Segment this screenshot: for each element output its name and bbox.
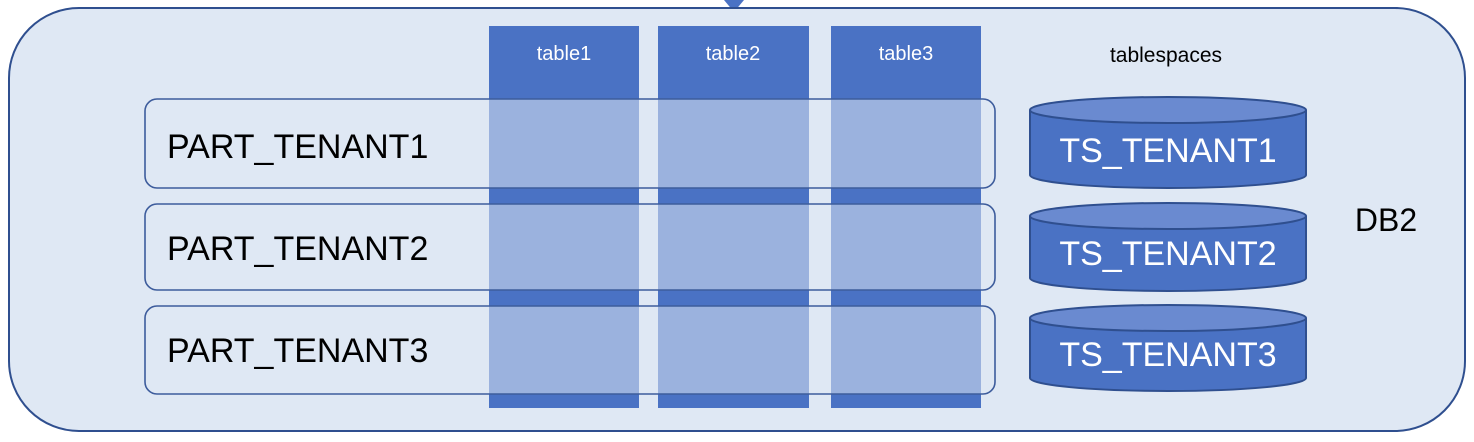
cylinder-top (1029, 304, 1307, 332)
cylinder-body (1029, 110, 1307, 189)
cylinder-body (1029, 216, 1307, 292)
partition-rows (144, 98, 996, 395)
tablespace-cylinder: TS_TENANT1 (1029, 96, 1307, 189)
partition-label: PART_TENANT1 (167, 128, 428, 166)
tablespace-label: TS_TENANT1 (1059, 132, 1276, 170)
cylinder-top (1029, 202, 1307, 230)
tablespace-cylinder: TS_TENANT3 (1029, 304, 1307, 392)
table-label: table1 (537, 43, 592, 65)
db2-label: DB2 (1355, 202, 1417, 238)
partition-label: PART_TENANT2 (167, 230, 428, 268)
tablespace-label: TS_TENANT3 (1059, 336, 1276, 374)
cylinder-body (1029, 318, 1307, 392)
connector-arrow-icon (724, 0, 744, 12)
tablespace-cylinder: TS_TENANT2 (1029, 202, 1307, 292)
tablespaces-heading: tablespaces (1110, 44, 1222, 67)
partition-label: PART_TENANT3 (167, 332, 428, 370)
partition-row (144, 98, 996, 189)
cylinder-top (1029, 96, 1307, 124)
partition-row (144, 305, 996, 395)
tablespace-label: TS_TENANT2 (1059, 235, 1276, 273)
table-label: table2 (706, 43, 761, 65)
table-label: table3 (879, 43, 934, 65)
partition-row (144, 203, 996, 291)
